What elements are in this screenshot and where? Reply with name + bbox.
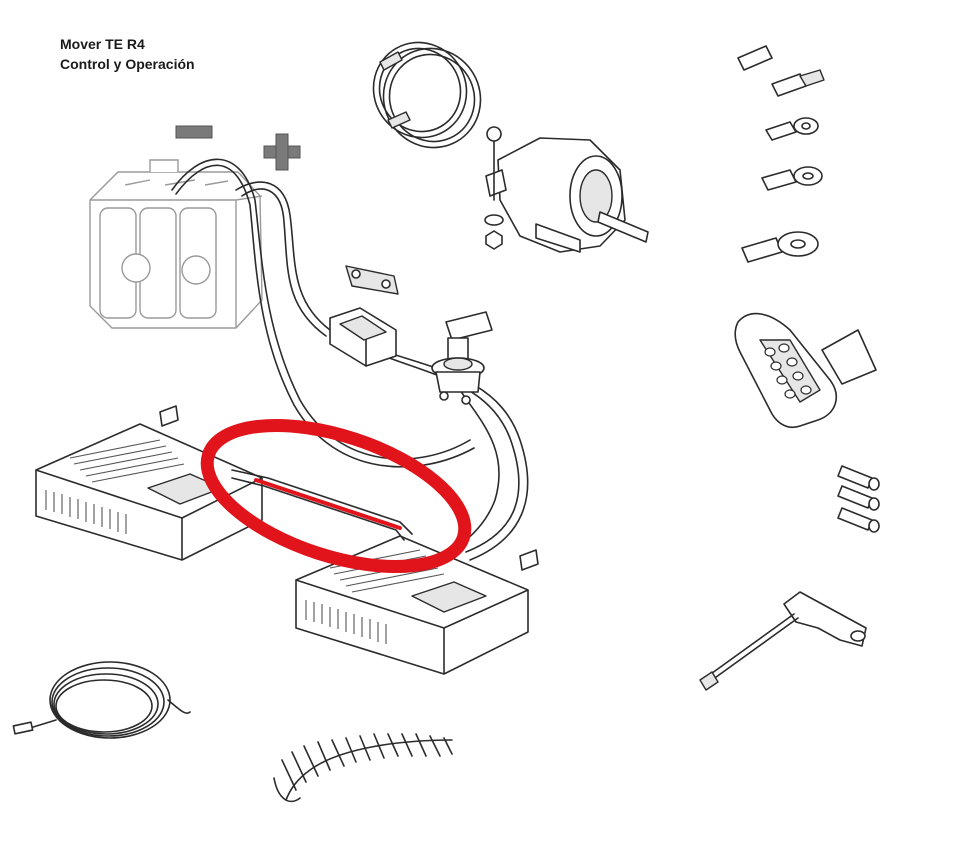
t-handle-wrench-icon (699, 591, 867, 691)
socket-icon (484, 126, 649, 253)
control-box-icon (295, 535, 539, 675)
title-block: Mover TE R4 Control y Operación (60, 34, 195, 74)
highlight-ring-icon (200, 418, 472, 574)
battery-icon (89, 159, 263, 329)
terminal-lug-icon (765, 117, 819, 141)
connecting-cable (231, 469, 413, 541)
terminal-lug-icon (345, 265, 399, 295)
terminal-lug-icon (761, 166, 823, 191)
title-line-2: Control y Operación (60, 56, 195, 72)
hose-clamp-icon (372, 41, 482, 149)
title-line-1: Mover TE R4 (60, 36, 145, 52)
plus-sign-icon (263, 133, 301, 171)
fuse-icon (737, 45, 825, 97)
fuse-icon (837, 465, 880, 533)
main-switch-icon (431, 311, 493, 405)
minus-sign-icon (175, 125, 213, 139)
fuse-holder-icon (329, 307, 397, 367)
remote-control-icon (734, 312, 877, 429)
spiral-cable-icon (273, 733, 453, 803)
terminal-lug-icon (741, 231, 819, 263)
cable-coil-icon (12, 661, 191, 739)
